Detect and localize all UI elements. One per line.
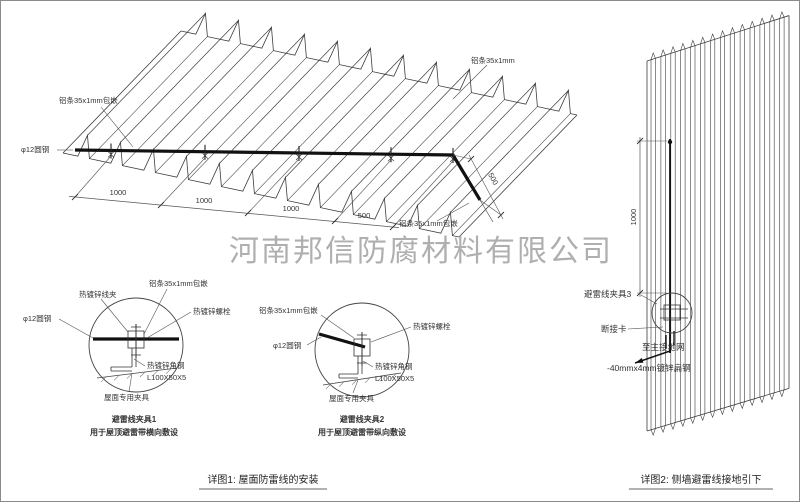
ground-arrowhead	[635, 358, 644, 363]
detail1-title: 避雷线夹具1	[112, 414, 157, 424]
roof-wire-clamps	[107, 143, 457, 163]
dim-1000-a: 1000	[110, 188, 127, 197]
roof-label-leaders	[57, 64, 488, 222]
label-clamp3: 避雷线夹具3	[584, 289, 632, 299]
detail2-label-angle-steel: 热镀锌角钢	[375, 361, 413, 371]
figure1-caption: 详图1: 屋面防雷线的安装	[207, 473, 318, 486]
conductor-top-dot	[667, 139, 673, 145]
label-to-ground: 至主接地网	[642, 342, 685, 352]
detail2-label-angle-spec: L100X50X5	[375, 374, 414, 383]
detail1-label-alu-strip: 铝条35x1mm包嵌	[149, 278, 208, 288]
disconnect-clamp-symbol	[665, 331, 675, 349]
detail1-label-bolt: 热镀锌螺栓	[193, 306, 231, 316]
detail1-label-roof-clamp: 屋面专用夹具	[104, 392, 149, 402]
detail1-label-wire-clip: 热镀锌线夹	[79, 289, 117, 299]
corrugated-side-wall	[646, 10, 790, 437]
detail1-label-angle-steel: 热镀锌角钢	[147, 360, 185, 370]
figure2-caption: 详图2: 侧墙避雷线接地引下	[640, 473, 761, 486]
detail2-title: 避雷线夹具2	[340, 414, 385, 424]
label-disconnect-clamp: 断接卡	[601, 324, 627, 334]
detail1-label-angle-spec: L100X50X5	[147, 373, 186, 382]
label-flat-steel: -40mmx4mm镀锌扁钢	[607, 363, 691, 373]
detail1-subtitle: 用于屋顶避雷带横向敷设	[89, 427, 178, 437]
label-alu-strip-right: 铝条35x1mm	[471, 55, 515, 65]
detail-circle-2	[306, 302, 412, 398]
wall-dimension	[636, 137, 667, 297]
dim-500-a: 500	[358, 211, 371, 220]
detail2-label-roof-clamp: 屋面专用夹具	[329, 393, 374, 403]
dim-500-diagonal: 500	[486, 171, 500, 186]
label-alu-strip-bottom: 铝条35x1mm包嵌	[399, 218, 458, 228]
wall-detail-circle	[651, 292, 693, 334]
detail2-subtitle: 用于屋顶避雷带纵向敷设	[317, 427, 406, 437]
detail2-label-round-steel: φ12圆钢	[273, 340, 301, 350]
wall-dim-1000: 1000	[629, 209, 638, 226]
dim-1000-c: 1000	[283, 204, 300, 213]
detail2-label-bolt: 热镀锌螺栓	[413, 321, 451, 331]
detail-circle-1	[58, 288, 192, 393]
label-alu-strip-top: 铝条35x1mm包嵌	[59, 95, 118, 105]
dim-1000-b: 1000	[196, 196, 213, 205]
roof-dimension-chain	[68, 154, 505, 231]
wall-leaders	[627, 294, 664, 330]
side-downlead	[627, 137, 693, 364]
company-watermark: 河南邦信防腐材料有限公司	[229, 235, 613, 268]
detail2-leaders	[306, 314, 412, 394]
detail1-leaders	[58, 288, 192, 393]
label-round-steel-main: φ12圆钢	[21, 144, 49, 154]
detail1-label-round-steel: φ12圆钢	[23, 313, 51, 323]
detail2-label-alu-strip: 铝条35x1mm包嵌	[259, 305, 318, 315]
corrugated-roof-sheet	[62, 11, 578, 238]
